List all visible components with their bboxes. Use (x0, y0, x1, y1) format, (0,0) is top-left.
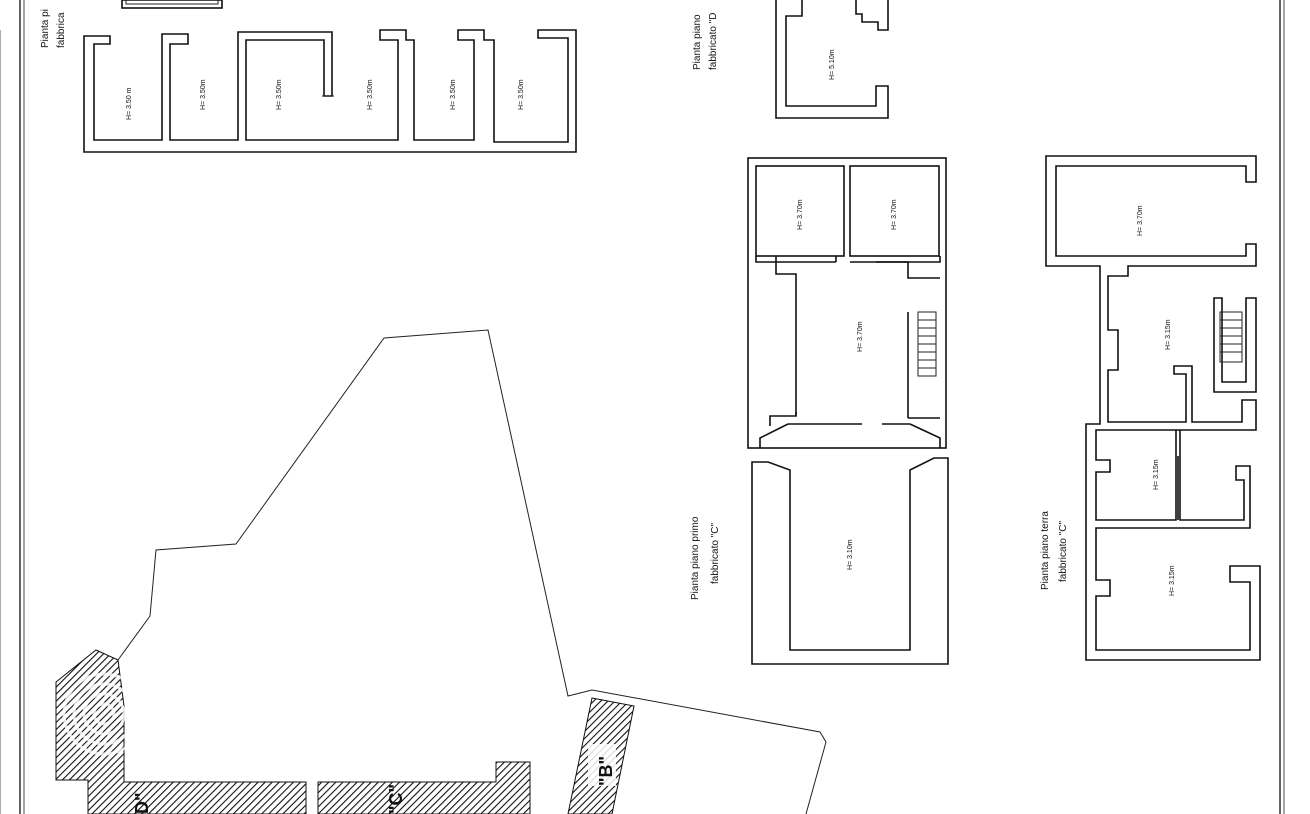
building-label-b: "B" (596, 756, 616, 786)
svg-text:Pianta pi: Pianta pi (40, 9, 51, 48)
height-label: H= 3.70m (891, 199, 898, 230)
caption-top-left: Pianta pi fabbrica (40, 9, 67, 48)
height-label: H= 3.15m (1153, 459, 1160, 490)
site-boundary (117, 329, 827, 814)
building-d-hatched: D" (55, 649, 307, 814)
height-label: H= 3.70m (797, 199, 804, 230)
caption-piano-terra: Pianta piano terra fabbricato "C" (1040, 511, 1069, 590)
height-label: H= 3.15m (1165, 319, 1172, 350)
height-label: H= 3.50m (450, 79, 457, 110)
building-c-hatched: "C" (317, 761, 531, 814)
svg-text:fabbricato "D: fabbricato "D (708, 13, 719, 70)
caption-fabbricato-d: Pianta piano fabbricato "D (692, 13, 719, 70)
height-label: H= 3.15m (1169, 565, 1176, 596)
tranio-logo-icon (62, 672, 146, 756)
height-label: H= 3.50m (518, 79, 525, 110)
height-label: H= 5.10m (829, 49, 836, 80)
tranio-watermark: Tranio (62, 672, 240, 756)
svg-text:fabbricato "C": fabbricato "C" (710, 523, 721, 584)
height-label: H= 3.10m (847, 539, 854, 570)
plan-top-row: H= 3.50 m H= 3.50m H= 3.50m H= 3.50m H= … (83, 0, 577, 153)
building-b-hatched: "B" (567, 697, 635, 814)
height-label: H= 3.50m (367, 79, 374, 110)
building-label-d: D" (132, 792, 152, 814)
plan-piano-primo: H= 3.70m H= 3.70m H= 3.70m H= 3.10m (747, 157, 949, 665)
height-label: H= 3.50 m (126, 87, 133, 120)
plan-piano-terra: H= 3.70m H= 3.15m H= 3.15m H= 3.15m (1045, 155, 1261, 661)
svg-text:Pianta piano: Pianta piano (692, 14, 703, 70)
height-label: H= 3.70m (1137, 205, 1144, 236)
watermark-text: Tranio (156, 701, 240, 734)
svg-text:Pianta piano terra: Pianta piano terra (1040, 511, 1051, 590)
height-label: H= 3.50m (200, 79, 207, 110)
caption-piano-primo: Pianta piano primo fabbricato "C" (690, 516, 721, 600)
height-label: H= 3.50m (276, 79, 283, 110)
svg-text:fabbrica: fabbrica (56, 12, 67, 48)
svg-text:fabbricato "C": fabbricato "C" (1058, 521, 1069, 582)
plan-fabbricato-d: H= 5.10m (775, 0, 889, 119)
height-label: H= 3.70m (857, 321, 864, 352)
building-label-c: "C" (386, 784, 406, 814)
svg-text:Pianta piano primo: Pianta piano primo (690, 516, 701, 600)
